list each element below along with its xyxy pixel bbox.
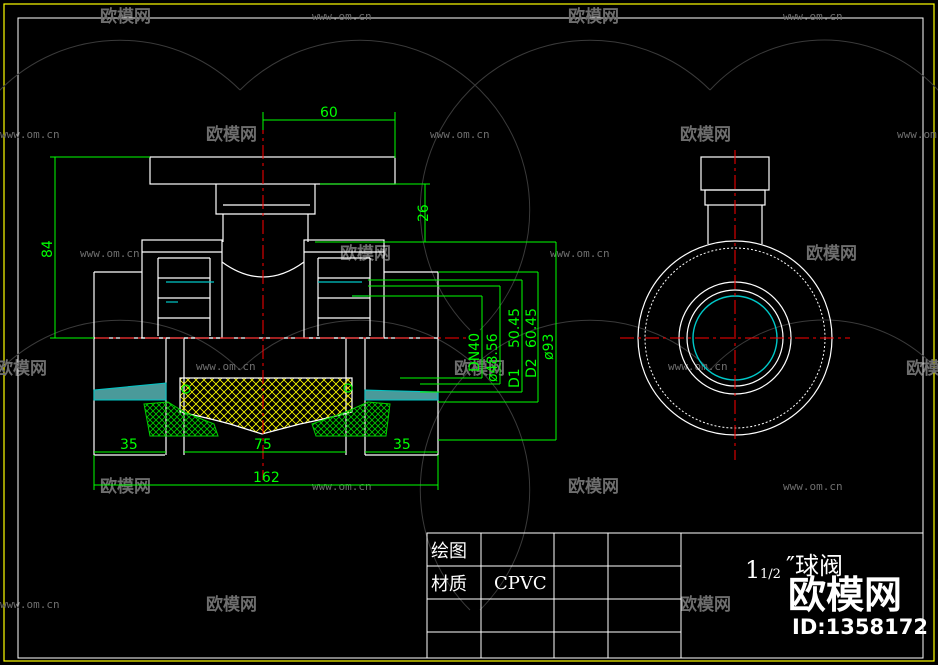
watermark-brand: 欧模网 [100,476,151,497]
logo-id: ID:1358172 [792,615,928,639]
watermark-brand: 欧模网 [568,6,619,27]
watermark-brand: 欧模网 [680,124,731,145]
outer-frame [3,3,935,662]
watermark-url: www.om.cn [80,247,140,260]
o-ring-left [181,384,191,394]
dim-dn: DN40 [467,333,483,372]
center-lines [70,120,470,480]
dim-stem-height: 26 [416,204,432,222]
watermark-url: www.om.cn [312,10,372,23]
watermark-url: www.om.cn [668,360,728,373]
watermark-url: www.om.cn [0,598,60,611]
watermark-url: www.om.cn [897,128,938,141]
watermark-brand: 欧模网 [906,358,938,379]
watermark-arcs [0,39,938,611]
watermark-brand: 欧模网 [100,6,151,27]
o-ring-right [343,383,353,393]
dim-d93: ø93 [541,334,557,360]
dim-overall-length: 162 [253,470,280,486]
dim-socket-left: 35 [120,437,138,453]
watermark-brand: 欧模网 [340,243,391,264]
watermark-brand: 欧模网 [454,358,505,379]
watermark-url: www.om.cn [0,128,60,141]
front-view: 60 26 84 DN40 ø48.56 50.45 D1 60.45 D2 ø… [40,105,557,490]
watermark-layer: 欧模网 www.om.cn 欧模网 www.om.cn www.om.cn 欧模… [0,6,938,615]
watermark-url: www.om.cn [783,10,843,23]
pipe-wall-left [93,382,167,401]
dim-d50: 50.45 [507,308,523,348]
title-fraction: 1/2 [760,567,781,582]
logo: 欧模网 ID:1358172 [788,573,928,639]
material-value: CPVC [494,573,547,594]
watermark-brand: 欧模网 [206,594,257,615]
watermark-brand: 欧模网 [206,124,257,145]
watermark-url: www.om.cn [430,128,490,141]
seal-left [143,401,219,437]
watermark-brand: 欧模网 [0,358,47,379]
title-suffix: ″球阀 [786,552,843,580]
title-main: 1 [745,556,760,584]
dimension-lines [50,112,557,490]
watermark-brand: 欧模网 [806,243,857,264]
logo-brand: 欧模网 [788,573,902,617]
watermark-brand: 欧模网 [568,476,619,497]
dim-d48: ø48.56 [485,333,501,382]
dim-socket-right: 35 [393,437,411,453]
watermark-url: www.om.cn [196,360,256,373]
side-view [620,150,850,460]
valve-handle [149,156,396,242]
dim-d2: D2 [524,358,540,378]
watermark-url: www.om.cn [550,247,610,260]
watermark-url: www.om.cn [312,480,372,493]
material-label: 材质 [431,574,467,595]
side-center-lines [620,150,850,460]
title-block: 绘图 材质 CPVC 1 1/2 ″球阀 [426,532,924,659]
watermark-brand: 欧模网 [680,594,731,615]
pipe-wall-right [364,389,439,401]
dim-handle-width: 60 [320,105,338,121]
watermark-url: www.om.cn [783,480,843,493]
dim-body-length: 75 [254,437,272,453]
dim-d1: D1 [507,368,523,388]
dim-overall-height: 84 [40,240,56,258]
pipe-bore [166,281,368,303]
dim-d60: 60.45 [524,308,540,348]
seal-right [311,401,391,437]
drawing-label: 绘图 [431,541,467,562]
